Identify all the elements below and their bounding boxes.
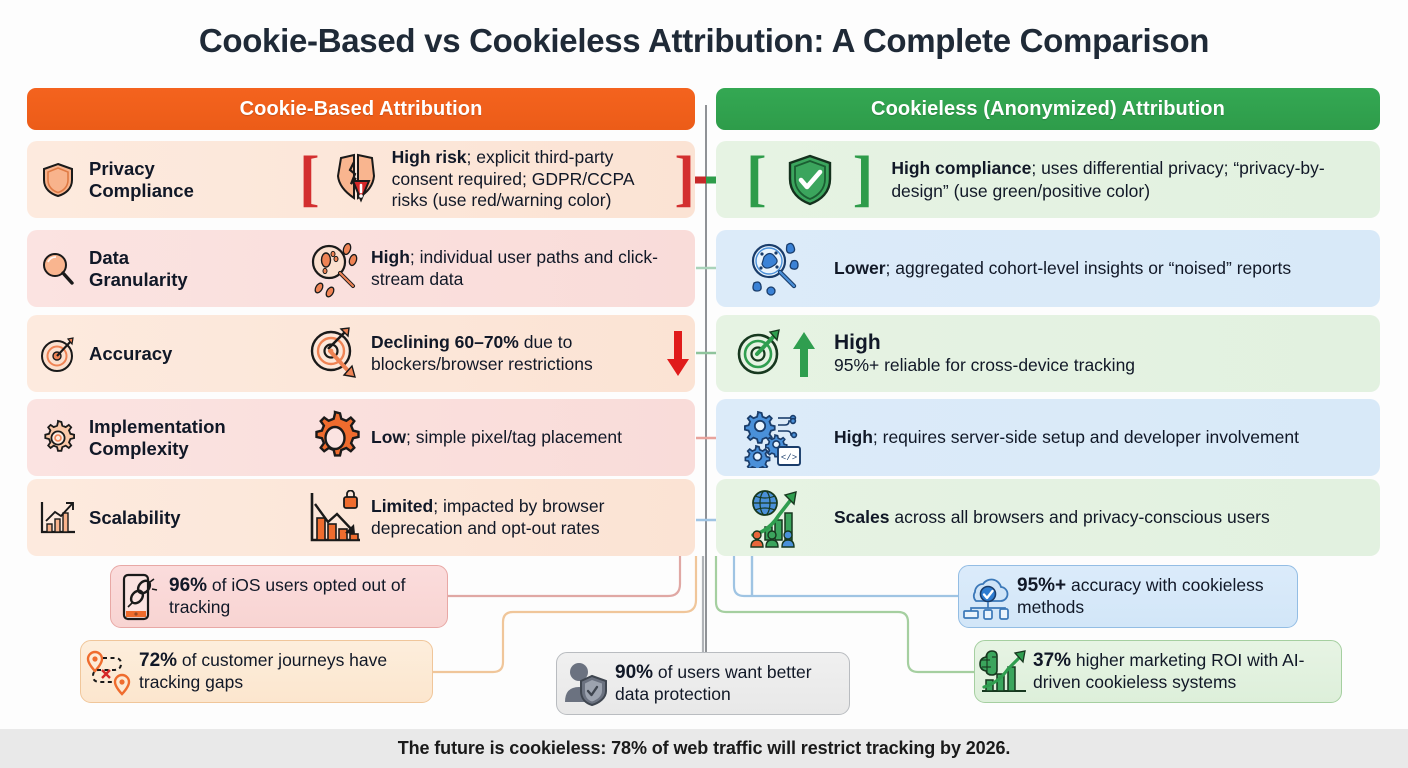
wire-callout-roi <box>714 556 974 674</box>
callout-users-want-protection: 90% of users want better data protection <box>556 652 850 715</box>
bracket-close-icon: ] <box>852 145 874 214</box>
magnifier-footprints-icon <box>299 240 371 298</box>
callout-text: 37% higher marketing ROI with AI-driven … <box>1033 649 1305 693</box>
phone-broken-link-icon <box>111 573 169 621</box>
left-value-text: Declining 60–70% due to blockers/browser… <box>371 331 593 374</box>
table-row: Accuracy Declining 60–70% due to blocker… <box>27 315 695 392</box>
brain-growth-chart-icon <box>975 649 1033 695</box>
magnifier-icon <box>27 250 89 288</box>
gear-orange-icon <box>299 409 371 466</box>
gear-icon <box>27 419 89 457</box>
callout-text: 72% of customer journeys have tracking g… <box>139 649 388 693</box>
page-title: Cookie-Based vs Cookieless Attribution: … <box>198 22 1210 59</box>
map-pin-gap-icon <box>81 648 139 696</box>
user-shield-icon <box>557 661 615 707</box>
callout-cookieless-accuracy: 95%+ accuracy with cookieless methods <box>958 565 1298 628</box>
header-cookieless: Cookieless (Anonymized) Attribution <box>716 88 1380 130</box>
target-arrow-icon <box>27 335 89 373</box>
callout-text: 95%+ accuracy with cookieless methods <box>1017 574 1264 618</box>
table-row: Scalability Limited; impacted by browser… <box>27 479 695 556</box>
left-value-text: Limited; impacted by browser deprecation… <box>371 495 605 538</box>
broken-shield-warning-icon <box>320 152 392 208</box>
bracket-close-icon: ] <box>674 145 695 214</box>
cloud-devices-check-icon <box>959 574 1017 620</box>
right-value-text: High; requires server-side setup and dev… <box>834 427 1299 448</box>
callout-marketing-roi: 37% higher marketing ROI with AI-driven … <box>974 640 1342 703</box>
right-value-text: Scales across all browsers and privacy-c… <box>834 507 1270 528</box>
shield-icon <box>27 161 89 199</box>
callout-text: 90% of users want better data protection <box>615 661 812 705</box>
table-row: </> High; requires server-side setup and… <box>716 399 1380 476</box>
bracket-open-icon: [ <box>746 145 767 214</box>
bar-chart-down-lock-icon <box>299 489 371 546</box>
callout-text: 96% of iOS users opted out of tracking <box>169 574 406 618</box>
criterion-label: Accuracy <box>89 342 173 364</box>
callout-ios-optout: 96% of iOS users opted out of tracking <box>110 565 448 628</box>
header-cookie-based: Cookie-Based Attribution <box>27 88 695 130</box>
target-declining-arrow-icon <box>299 325 371 383</box>
right-value-text: Lower; aggregated cohort-level insights … <box>834 258 1292 279</box>
up-arrow-green-icon <box>793 331 815 377</box>
bracket-open-icon: [ <box>299 145 320 214</box>
left-value-text: Low; simple pixel/tag placement <box>371 426 622 447</box>
callout-tracking-gaps: 72% of customer journeys have tracking g… <box>80 640 433 703</box>
wire-callout-gaps <box>433 556 698 674</box>
gears-code-icon: </> <box>716 408 834 468</box>
left-value-text: High; individual user paths and click-st… <box>371 246 658 289</box>
right-value-text: High compliance; uses differential priva… <box>891 158 1325 201</box>
table-row: Scales across all browsers and privacy-c… <box>716 479 1380 556</box>
target-arrow-green-icon <box>716 326 834 382</box>
wire-callout-accuracy <box>732 556 958 598</box>
table-row: [ ] High compliance; uses differential p… <box>716 141 1380 218</box>
table-row: Lower; aggregated cohort-level insights … <box>716 230 1380 307</box>
down-arrow-red-icon <box>661 329 695 379</box>
footer-banner: The future is cookieless: 78% of web tra… <box>0 729 1408 768</box>
wire-callout-ios <box>448 556 682 598</box>
magnifier-cohort-blob-icon <box>716 239 834 299</box>
bar-chart-up-icon <box>27 499 89 537</box>
svg-text:</>: </> <box>781 453 797 463</box>
criterion-label: Scalability <box>89 506 181 528</box>
globe-growth-people-icon <box>716 487 834 549</box>
left-value-text: High risk; explicit third-party consent … <box>391 146 634 211</box>
shield-check-icon <box>767 153 853 207</box>
